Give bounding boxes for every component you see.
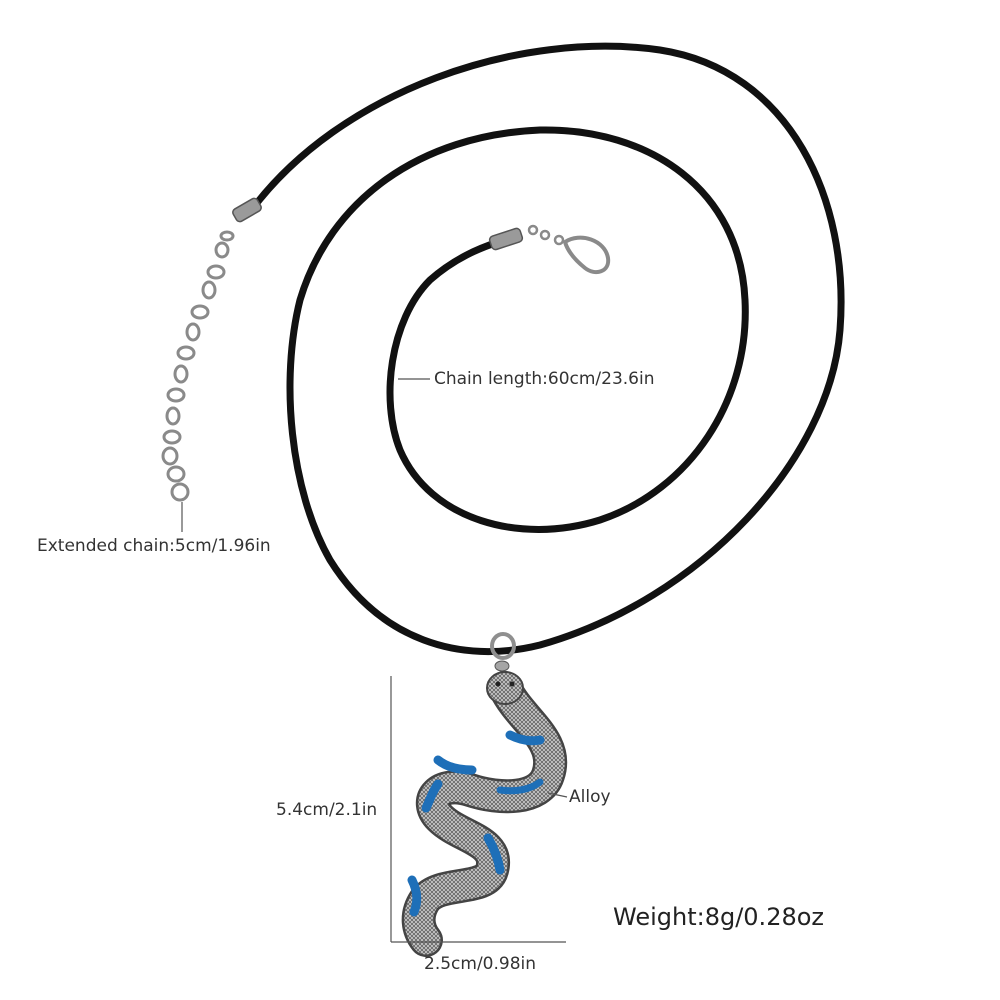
material-guide bbox=[547, 792, 568, 798]
extended-chain-label: Extended chain:5cm/1.96in bbox=[37, 536, 271, 556]
necklace-cord bbox=[246, 42, 845, 656]
extender-chain bbox=[161, 197, 262, 502]
pendant-width-label: 2.5cm/0.98in bbox=[424, 954, 537, 974]
lobster-clasp bbox=[488, 224, 611, 275]
material-label: Alloy bbox=[569, 787, 611, 807]
snake-pendant bbox=[401, 671, 568, 957]
pendant-bail bbox=[490, 632, 516, 672]
weight-label: Weight:8g/0.28oz bbox=[613, 903, 825, 931]
chain-length-label: Chain length:60cm/23.6in bbox=[434, 369, 655, 389]
pendant-height-label: 5.4cm/2.1in bbox=[276, 800, 378, 820]
